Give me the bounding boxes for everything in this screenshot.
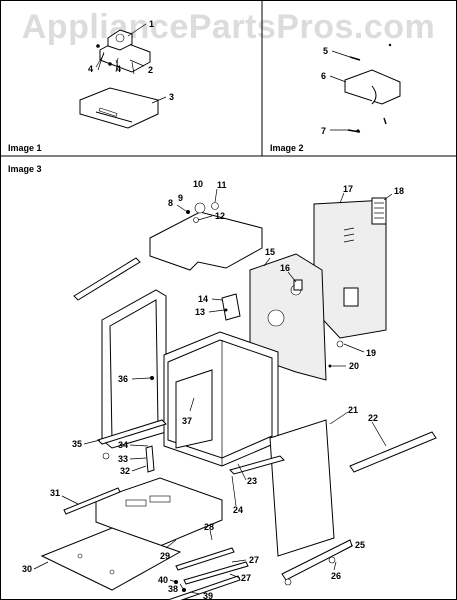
callout-38: 38 xyxy=(168,584,178,594)
part-knob-10 xyxy=(194,202,206,214)
image1-title: Image 1 xyxy=(8,143,42,153)
part-rail-27 xyxy=(183,561,249,585)
callout-39: 39 xyxy=(203,591,213,600)
callout-25: 25 xyxy=(355,540,365,550)
part-screw-12 xyxy=(193,217,199,223)
part-rail-24 xyxy=(229,455,285,475)
callout-18: 18 xyxy=(394,186,404,196)
part-thermostat-bracket xyxy=(96,29,151,75)
callout-16: 16 xyxy=(280,263,290,273)
part-bracket-14 xyxy=(221,293,241,321)
part-screw-7 xyxy=(347,117,387,133)
callout-10: 10 xyxy=(193,179,203,189)
part-back-plate-window xyxy=(343,287,359,307)
part-screw-9 xyxy=(186,210,190,214)
part-screw-13 xyxy=(224,308,228,312)
part-rail-25 xyxy=(281,539,353,581)
image2-callouts: 5 6 7 xyxy=(321,46,351,136)
part-screw-20 xyxy=(328,364,332,368)
callout-22: 22 xyxy=(368,413,378,423)
callout-13: 13 xyxy=(195,307,205,317)
callout-15: 15 xyxy=(265,247,275,257)
callout-4a: 4 xyxy=(88,64,93,74)
part-screw-5 xyxy=(349,43,392,61)
image1-parts xyxy=(79,29,159,129)
callout-24: 24 xyxy=(233,505,243,515)
part-foot-34 xyxy=(102,452,110,460)
callout-6: 6 xyxy=(321,71,326,81)
part-bracket-16 xyxy=(293,279,303,291)
callout-12: 12 xyxy=(215,211,225,221)
callout-23: 23 xyxy=(247,476,257,486)
part-knob-11 xyxy=(211,202,219,210)
callout-5: 5 xyxy=(323,46,328,56)
callout-27a: 27 xyxy=(249,555,259,565)
part-side-panel-21 xyxy=(269,419,335,557)
callout-9: 9 xyxy=(178,193,183,203)
callout-31: 31 xyxy=(50,488,60,498)
part-vent-18 xyxy=(371,197,387,225)
image2-parts xyxy=(344,43,401,133)
callout-1: 1 xyxy=(149,19,154,29)
part-cover-plate-3 xyxy=(79,87,159,129)
callout-33: 33 xyxy=(118,454,128,464)
callout-32: 32 xyxy=(120,466,130,476)
part-bottom-plate-30 xyxy=(40,527,182,591)
callout-28: 28 xyxy=(204,522,214,532)
part-rail-27b xyxy=(167,575,241,600)
callout-26: 26 xyxy=(331,571,341,581)
callout-35: 35 xyxy=(72,439,82,449)
callout-8: 8 xyxy=(168,198,173,208)
part-vent-grille-17b xyxy=(343,227,355,243)
part-trim-22 xyxy=(349,431,437,473)
part-cabinet-frame xyxy=(163,331,279,467)
image2-title: Image 2 xyxy=(270,143,304,153)
callout-19: 19 xyxy=(366,348,376,358)
part-bracket-6 xyxy=(344,69,401,105)
callout-34: 34 xyxy=(118,440,128,450)
callout-2: 2 xyxy=(148,65,153,75)
callout-4b: 4 xyxy=(116,64,121,74)
part-rail-28 xyxy=(175,547,235,571)
image1-callouts: 1 2 3 4 4 xyxy=(88,19,174,104)
callout-11: 11 xyxy=(217,180,227,190)
callout-40: 40 xyxy=(158,575,168,585)
part-bracket-32 xyxy=(145,445,155,473)
callout-21: 21 xyxy=(348,405,358,415)
watermark: AppliancePartsPros.com xyxy=(21,8,436,46)
callout-36: 36 xyxy=(118,374,128,384)
part-rail-35 xyxy=(97,419,167,445)
callout-3: 3 xyxy=(169,92,174,102)
part-foot-26 xyxy=(328,556,336,564)
part-rail-31 xyxy=(63,487,121,515)
callout-20: 20 xyxy=(349,361,359,371)
callout-7: 7 xyxy=(321,126,326,136)
callout-17: 17 xyxy=(343,184,353,194)
callout-27b: 27 xyxy=(241,573,251,583)
image3-parts xyxy=(40,197,437,600)
image3-title: Image 3 xyxy=(8,164,42,174)
image3-callouts: 8 9 10 11 12 13 14 15 16 17 18 19 20 21 xyxy=(22,179,404,600)
callout-37: 37 xyxy=(182,416,192,426)
part-base-plate-29 xyxy=(95,477,223,547)
callout-14: 14 xyxy=(198,294,208,304)
part-hinge-19 xyxy=(336,340,344,348)
part-36-fastener xyxy=(150,376,154,380)
part-trim-strip xyxy=(73,257,141,301)
callout-29: 29 xyxy=(160,551,170,561)
callout-30: 30 xyxy=(22,564,32,574)
part-top-panel-8 xyxy=(149,211,263,271)
